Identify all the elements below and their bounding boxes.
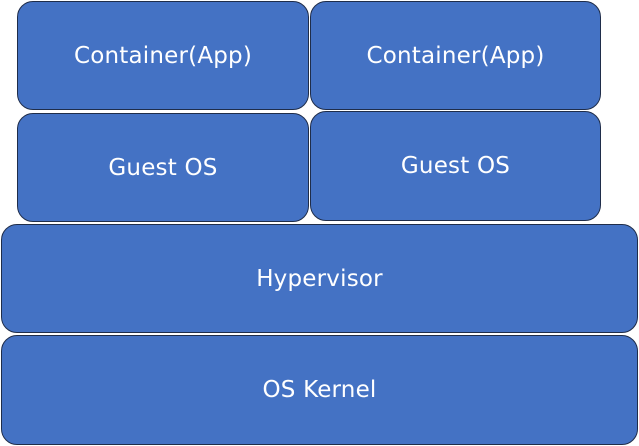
guest-os-right-label: Guest OS (400, 153, 511, 179)
container-app-right-label: Container(App) (366, 42, 545, 69)
os-kernel-block: OS Kernel (1, 335, 638, 445)
container-app-left-label: Container(App) (73, 42, 253, 69)
hypervisor-label: Hypervisor (256, 265, 383, 292)
container-app-right-block: Container(App) (310, 1, 601, 110)
os-kernel-label: OS Kernel (262, 377, 377, 403)
container-app-left-block: Container(App) (17, 1, 309, 110)
guest-os-right-block: Guest OS (310, 111, 601, 221)
guest-os-left-label: Guest OS (108, 154, 218, 181)
guest-os-left-block: Guest OS (17, 113, 309, 222)
hypervisor-block: Hypervisor (1, 224, 638, 333)
